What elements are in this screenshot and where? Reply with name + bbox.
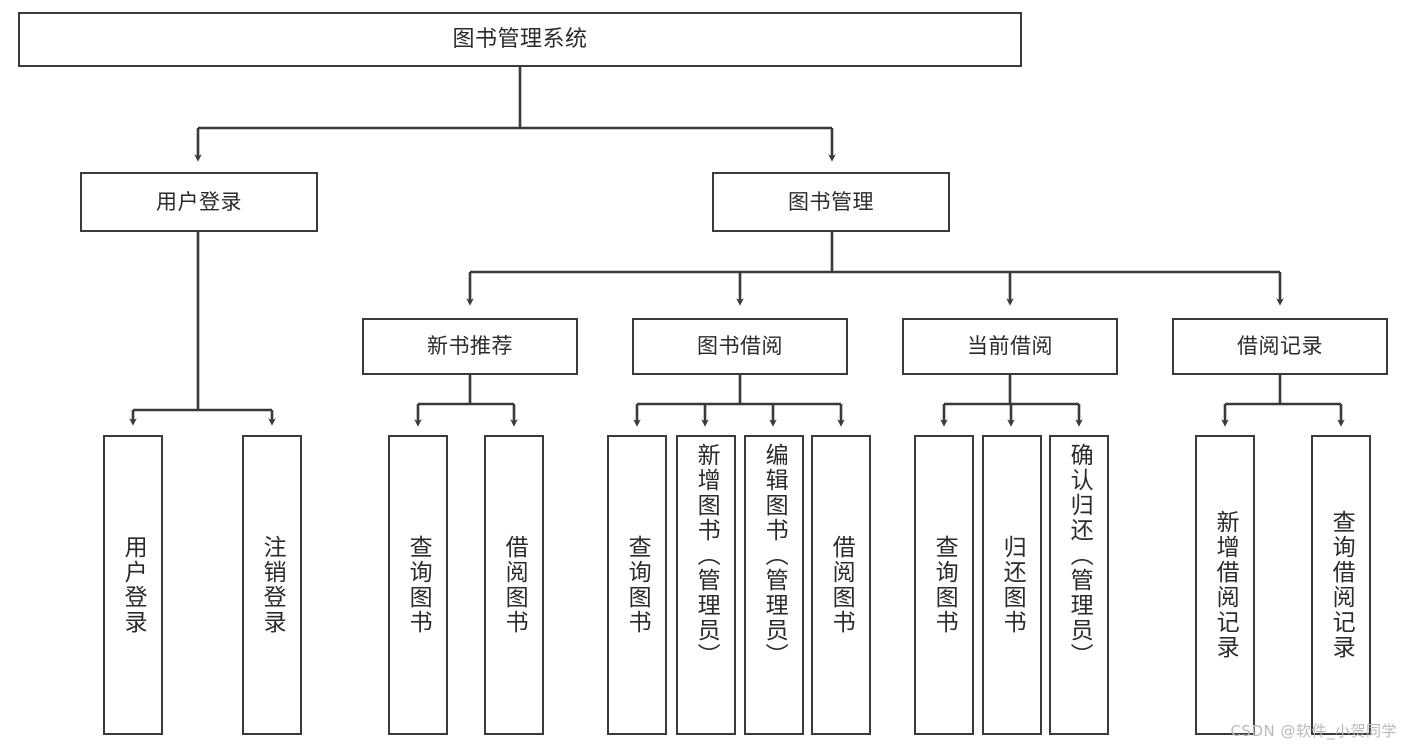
leaf-new-book-borrow[interactable]: 借阅图书 — [484, 435, 544, 735]
node-user-login[interactable]: 用户登录 — [80, 172, 318, 232]
leaf-new-book-query[interactable]: 查询图书 — [388, 435, 448, 735]
node-root-system[interactable]: 图书管理系统 — [18, 12, 1022, 67]
watermark-text: CSDN @软件_小贺同学 — [1230, 722, 1397, 740]
node-book-management[interactable]: 图书管理 — [712, 172, 950, 232]
node-label: 确认归还（管理员） — [1066, 443, 1093, 668]
leaf-record-add[interactable]: 新增借阅记录 — [1195, 435, 1255, 735]
node-label: 当前借阅 — [967, 334, 1053, 359]
node-label: 查询图书 — [405, 535, 432, 635]
leaf-borrow-borrow-book[interactable]: 借阅图书 — [811, 435, 871, 735]
node-label: 图书管理系统 — [452, 26, 588, 52]
node-borrow-record[interactable]: 借阅记录 — [1172, 318, 1388, 375]
node-label: 借阅图书 — [501, 535, 528, 635]
leaf-borrow-query-book[interactable]: 查询图书 — [607, 435, 667, 735]
node-label: 用户登录 — [120, 535, 147, 635]
node-label: 用户登录 — [156, 189, 242, 214]
node-label: 借阅图书 — [828, 535, 855, 635]
leaf-current-return-book[interactable]: 归还图书 — [982, 435, 1042, 735]
leaf-current-query-book[interactable]: 查询图书 — [914, 435, 974, 735]
leaf-record-query[interactable]: 查询借阅记录 — [1311, 435, 1371, 735]
node-current-borrow[interactable]: 当前借阅 — [902, 318, 1118, 375]
node-label: 查询图书 — [931, 535, 958, 635]
leaf-borrow-edit-book[interactable]: 编辑图书（管理员） — [744, 435, 804, 735]
node-label: 归还图书 — [999, 535, 1026, 635]
node-new-book-recommend[interactable]: 新书推荐 — [362, 318, 578, 375]
node-label: 借阅记录 — [1237, 334, 1323, 359]
node-label: 新增借阅记录 — [1212, 510, 1239, 660]
node-label: 图书管理 — [788, 189, 874, 214]
node-book-borrow[interactable]: 图书借阅 — [632, 318, 848, 375]
leaf-borrow-add-book[interactable]: 新增图书（管理员） — [676, 435, 736, 735]
leaf-user-login-signout[interactable]: 注销登录 — [242, 435, 302, 735]
node-label: 查询借阅记录 — [1328, 510, 1355, 660]
node-label: 编辑图书（管理员） — [761, 443, 788, 668]
node-label: 新书推荐 — [427, 334, 513, 359]
node-label: 注销登录 — [259, 535, 286, 635]
node-label: 图书借阅 — [697, 334, 783, 359]
node-label: 查询图书 — [624, 535, 651, 635]
leaf-current-confirm-return[interactable]: 确认归还（管理员） — [1049, 435, 1109, 735]
node-label: 新增图书（管理员） — [693, 443, 720, 668]
leaf-user-login-signin[interactable]: 用户登录 — [103, 435, 163, 735]
